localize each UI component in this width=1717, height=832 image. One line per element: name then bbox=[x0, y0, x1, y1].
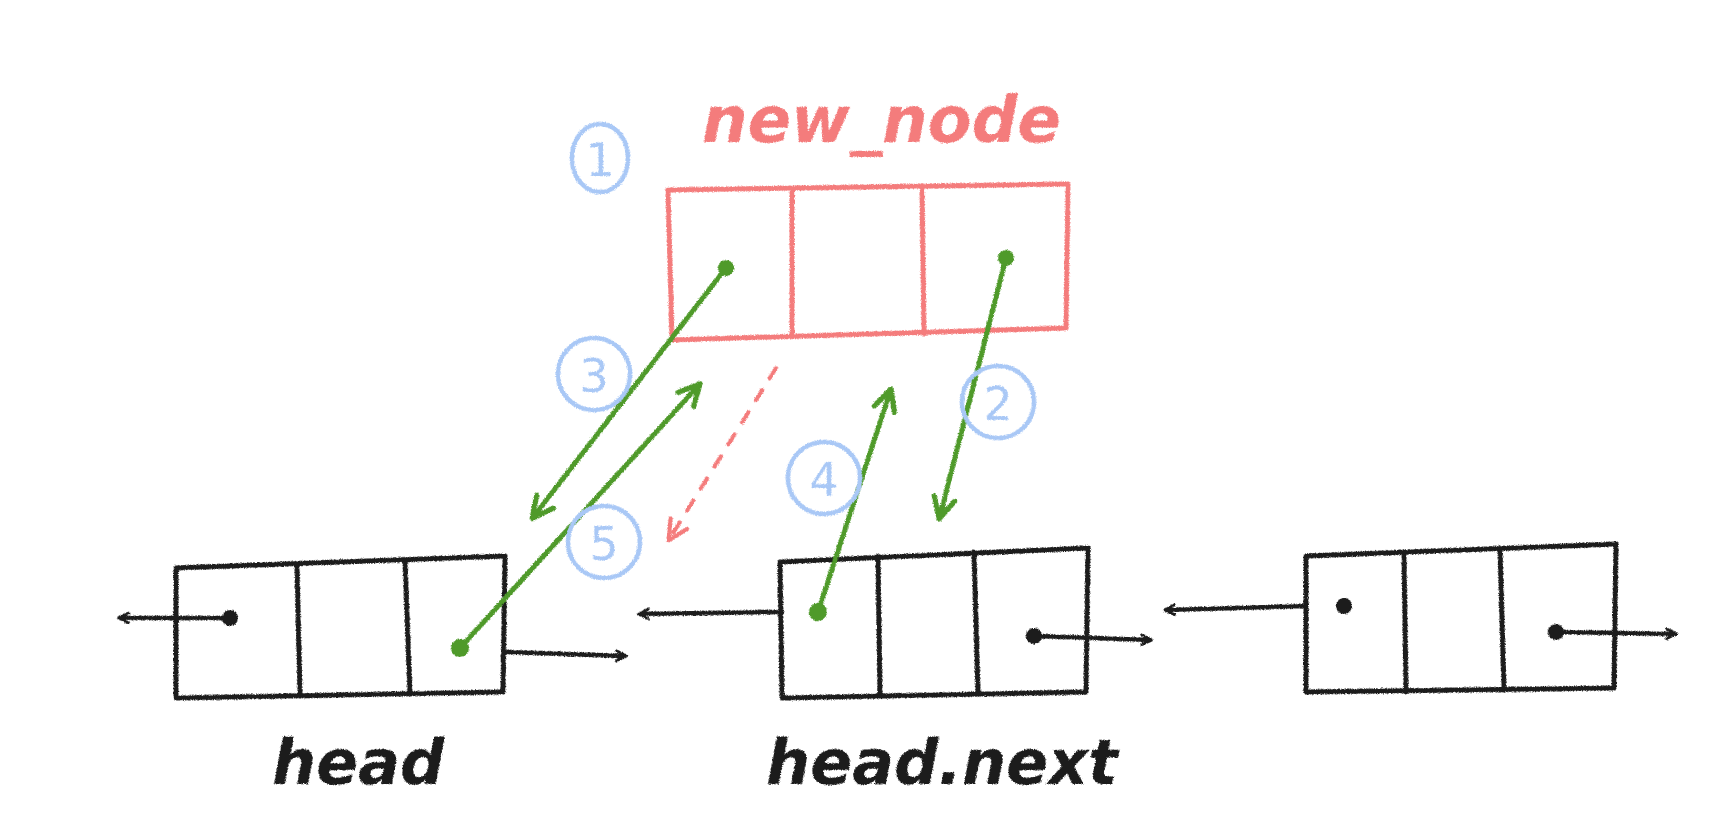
head-next-next-dot bbox=[1026, 628, 1042, 644]
old-link-dashed-arrow bbox=[666, 366, 778, 543]
head-next-node-divider-1 bbox=[875, 553, 883, 697]
head-node-outline bbox=[173, 553, 508, 701]
new-node-outline bbox=[665, 181, 1071, 343]
step-2-number: 2 bbox=[983, 377, 1012, 431]
third-node-box bbox=[1303, 541, 1619, 695]
step-4-number: 4 bbox=[809, 453, 838, 507]
step-3-circle bbox=[555, 335, 633, 413]
head-next-node-divider-2 bbox=[971, 549, 981, 697]
step-5-circle bbox=[565, 503, 643, 581]
head-next-node-box bbox=[777, 545, 1091, 701]
new-node-box bbox=[665, 181, 1071, 343]
third-next-dot bbox=[1548, 624, 1564, 640]
head-next-next-pointer bbox=[1033, 633, 1153, 647]
step-5-number: 5 bbox=[589, 517, 618, 571]
new-node-label: new_node bbox=[702, 84, 1061, 158]
third-node-divider-2 bbox=[1497, 545, 1507, 693]
step-4-dot bbox=[809, 603, 827, 621]
head-node-divider-1 bbox=[294, 563, 303, 697]
head-node-divider-2 bbox=[402, 558, 413, 697]
third-prev-pointer bbox=[1163, 603, 1309, 617]
head-node-label: head bbox=[272, 726, 445, 799]
step-2-dot bbox=[998, 250, 1014, 266]
third-next-pointer bbox=[1553, 627, 1678, 641]
step-4-pointer bbox=[815, 386, 898, 615]
step-3-dot bbox=[718, 260, 734, 276]
head-next-prev-old-pointer bbox=[637, 607, 785, 621]
step-5-dot bbox=[451, 639, 469, 657]
step-1-circle bbox=[569, 121, 631, 195]
third-node-outline bbox=[1303, 541, 1619, 695]
step-4-circle bbox=[785, 439, 863, 517]
step-2-circle bbox=[959, 363, 1037, 441]
step-1-number: 1 bbox=[585, 133, 614, 187]
head-prev-dot bbox=[222, 610, 238, 626]
step-3-number: 3 bbox=[579, 349, 608, 403]
head-next-node-outline bbox=[777, 545, 1091, 701]
head-node-box bbox=[173, 553, 508, 701]
head-next-node-label: head.next bbox=[766, 726, 1120, 799]
step-3-pointer bbox=[529, 265, 729, 521]
third-prev-dot bbox=[1336, 598, 1352, 614]
head-next-old-pointer bbox=[502, 649, 628, 663]
third-node-divider-1 bbox=[1401, 549, 1409, 695]
step-2-pointer bbox=[931, 255, 1009, 522]
new-node-divider-2 bbox=[919, 183, 927, 337]
